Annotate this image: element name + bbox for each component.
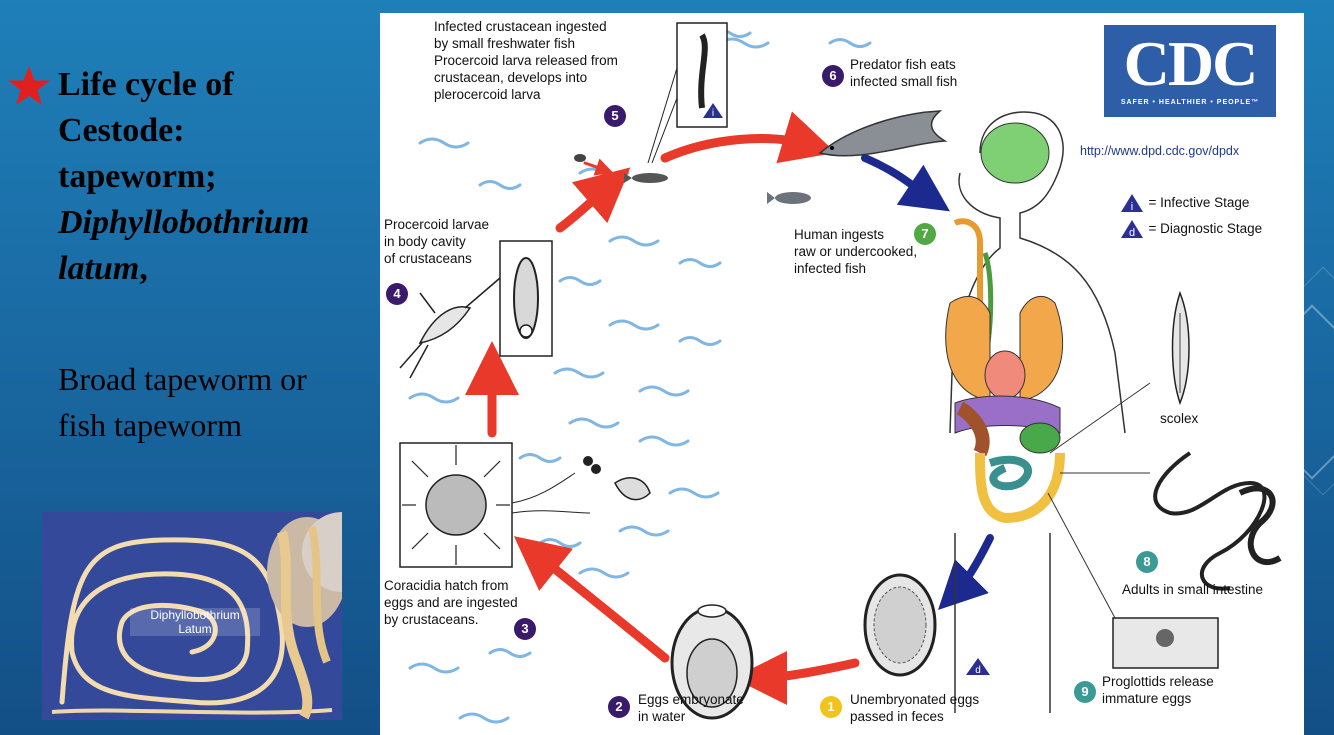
red-arrows	[465, 111, 860, 705]
infective-stage-icon: i	[1121, 194, 1143, 213]
label-line: Coracidia hatch from	[384, 578, 509, 593]
step-6-label: Predator fish eats infected small fish	[850, 56, 957, 90]
species-name: Diphyllobothrium	[58, 204, 310, 241]
diagram-artwork: i	[399, 22, 1282, 724]
title-punct: ,	[139, 250, 148, 287]
step-4-badge: 4	[386, 283, 408, 305]
step-7-badge: 7	[914, 223, 936, 245]
label-line: in body cavity	[384, 234, 466, 249]
legend-infective-text: = Infective Stage	[1148, 195, 1250, 211]
cdc-tagline: SAFER • HEALTHIER • PEOPLE™	[1120, 99, 1260, 106]
step-9-label: Proglottids release immature eggs	[1102, 673, 1214, 707]
label-line: by small freshwater fish	[434, 36, 576, 51]
diagnostic-stage-icon: d	[1121, 220, 1143, 239]
label-line: crustacean, develops into	[434, 70, 588, 85]
label-line: Procercoid larva released from	[434, 53, 618, 68]
label-line: eggs and are ingested	[384, 595, 518, 610]
label-line: Proglottids release	[1102, 674, 1214, 689]
slide-title: Life cycle of Cestode: tapeworm; Diphyll…	[58, 62, 309, 292]
label-line: Procercoid larvae	[384, 217, 490, 232]
step-5-badge: 5	[604, 105, 626, 127]
step-3-label: Coracidia hatch from eggs and are ingest…	[384, 577, 518, 628]
label-line: passed in feces	[850, 709, 944, 724]
label-line: plerocercoid larva	[434, 87, 541, 102]
label-line: Eggs embryonate	[638, 692, 744, 707]
star-icon	[8, 66, 50, 105]
svg-text:i: i	[712, 108, 714, 119]
label-line: of crustaceans	[384, 251, 472, 266]
svg-text:i: i	[1131, 201, 1133, 213]
legend-diagnostic: d = Diagnostic Stage	[1120, 219, 1262, 239]
small-fish	[767, 192, 811, 204]
step-8-badge: 8	[1136, 551, 1158, 573]
subtitle-line: fish tapeworm	[58, 407, 242, 443]
title-line: latum,	[58, 246, 309, 292]
label-line: immature eggs	[1102, 691, 1192, 706]
source-url: http://www.dpd.cdc.gov/dpdx	[1080, 144, 1240, 158]
label-line: infected small fish	[850, 74, 958, 89]
copepod	[399, 277, 501, 379]
label-line: in water	[638, 709, 686, 724]
subtitle-line: Broad tapeworm or	[58, 361, 307, 397]
scolex-drawing	[1171, 290, 1190, 406]
label-line: Infected crustacean ingested	[434, 19, 607, 34]
tapeworm-photo: Diphyllobothrium Latum	[42, 512, 342, 720]
step-3-badge: 3	[514, 618, 536, 640]
title-line: Life cycle of	[58, 66, 234, 103]
label-line: by crustaceans.	[384, 612, 479, 627]
step-1-label: Unembryonated eggs passed in feces	[850, 691, 979, 725]
label-line: Predator fish eats	[850, 57, 956, 72]
step-2-badge: 2	[608, 696, 630, 718]
label-line: Human ingests	[794, 227, 885, 242]
species-name: latum	[58, 250, 140, 287]
title-line: Diphyllobothrium	[58, 200, 309, 246]
step-6-badge: 6	[822, 65, 844, 87]
label-line: infected fish	[794, 261, 867, 276]
legend-diagnostic-text: = Diagnostic Stage	[1148, 221, 1263, 237]
title-line: Cestode:	[58, 112, 185, 149]
cdc-logo: CDC SAFER • HEALTHIER • PEOPLE™	[1104, 25, 1276, 117]
svg-text:d: d	[975, 665, 981, 676]
cdc-logo-text: CDC	[1123, 28, 1259, 99]
legend-infective: i = Infective Stage	[1120, 193, 1249, 213]
label-line: raw or undercooked,	[794, 244, 918, 259]
photo-label-line: Latum	[178, 622, 212, 636]
step-9-badge: 9	[1074, 681, 1096, 703]
step-5-label: Infected crustacean ingested by small fr…	[434, 18, 618, 103]
adult-worm	[1153, 451, 1282, 591]
step-1-badge: 1	[820, 696, 842, 718]
photo-label-line: Diphyllobothrium	[150, 608, 240, 622]
scolex-label: scolex	[1160, 411, 1199, 426]
tapeworm-photo-drawing	[42, 512, 342, 720]
step-4-label: Procercoid larvae in body cavity of crus…	[384, 216, 489, 267]
slide-subtitle: Broad tapeworm or fish tapeworm	[58, 356, 307, 448]
step-8-label: Adults in small intestine	[1122, 582, 1264, 597]
predator-fish	[818, 110, 948, 157]
label-line: Unembryonated eggs	[850, 692, 980, 707]
title-line: tapeworm;	[58, 158, 217, 195]
step-7-label: Human ingests raw or undercooked, infect…	[794, 226, 917, 277]
photo-label: Diphyllobothrium Latum	[130, 608, 260, 636]
blue-arrows	[861, 154, 994, 610]
life-cycle-diagram: i	[380, 13, 1304, 735]
svg-text:d: d	[1129, 227, 1135, 239]
step-2-label: Eggs embryonate in water	[638, 691, 744, 725]
